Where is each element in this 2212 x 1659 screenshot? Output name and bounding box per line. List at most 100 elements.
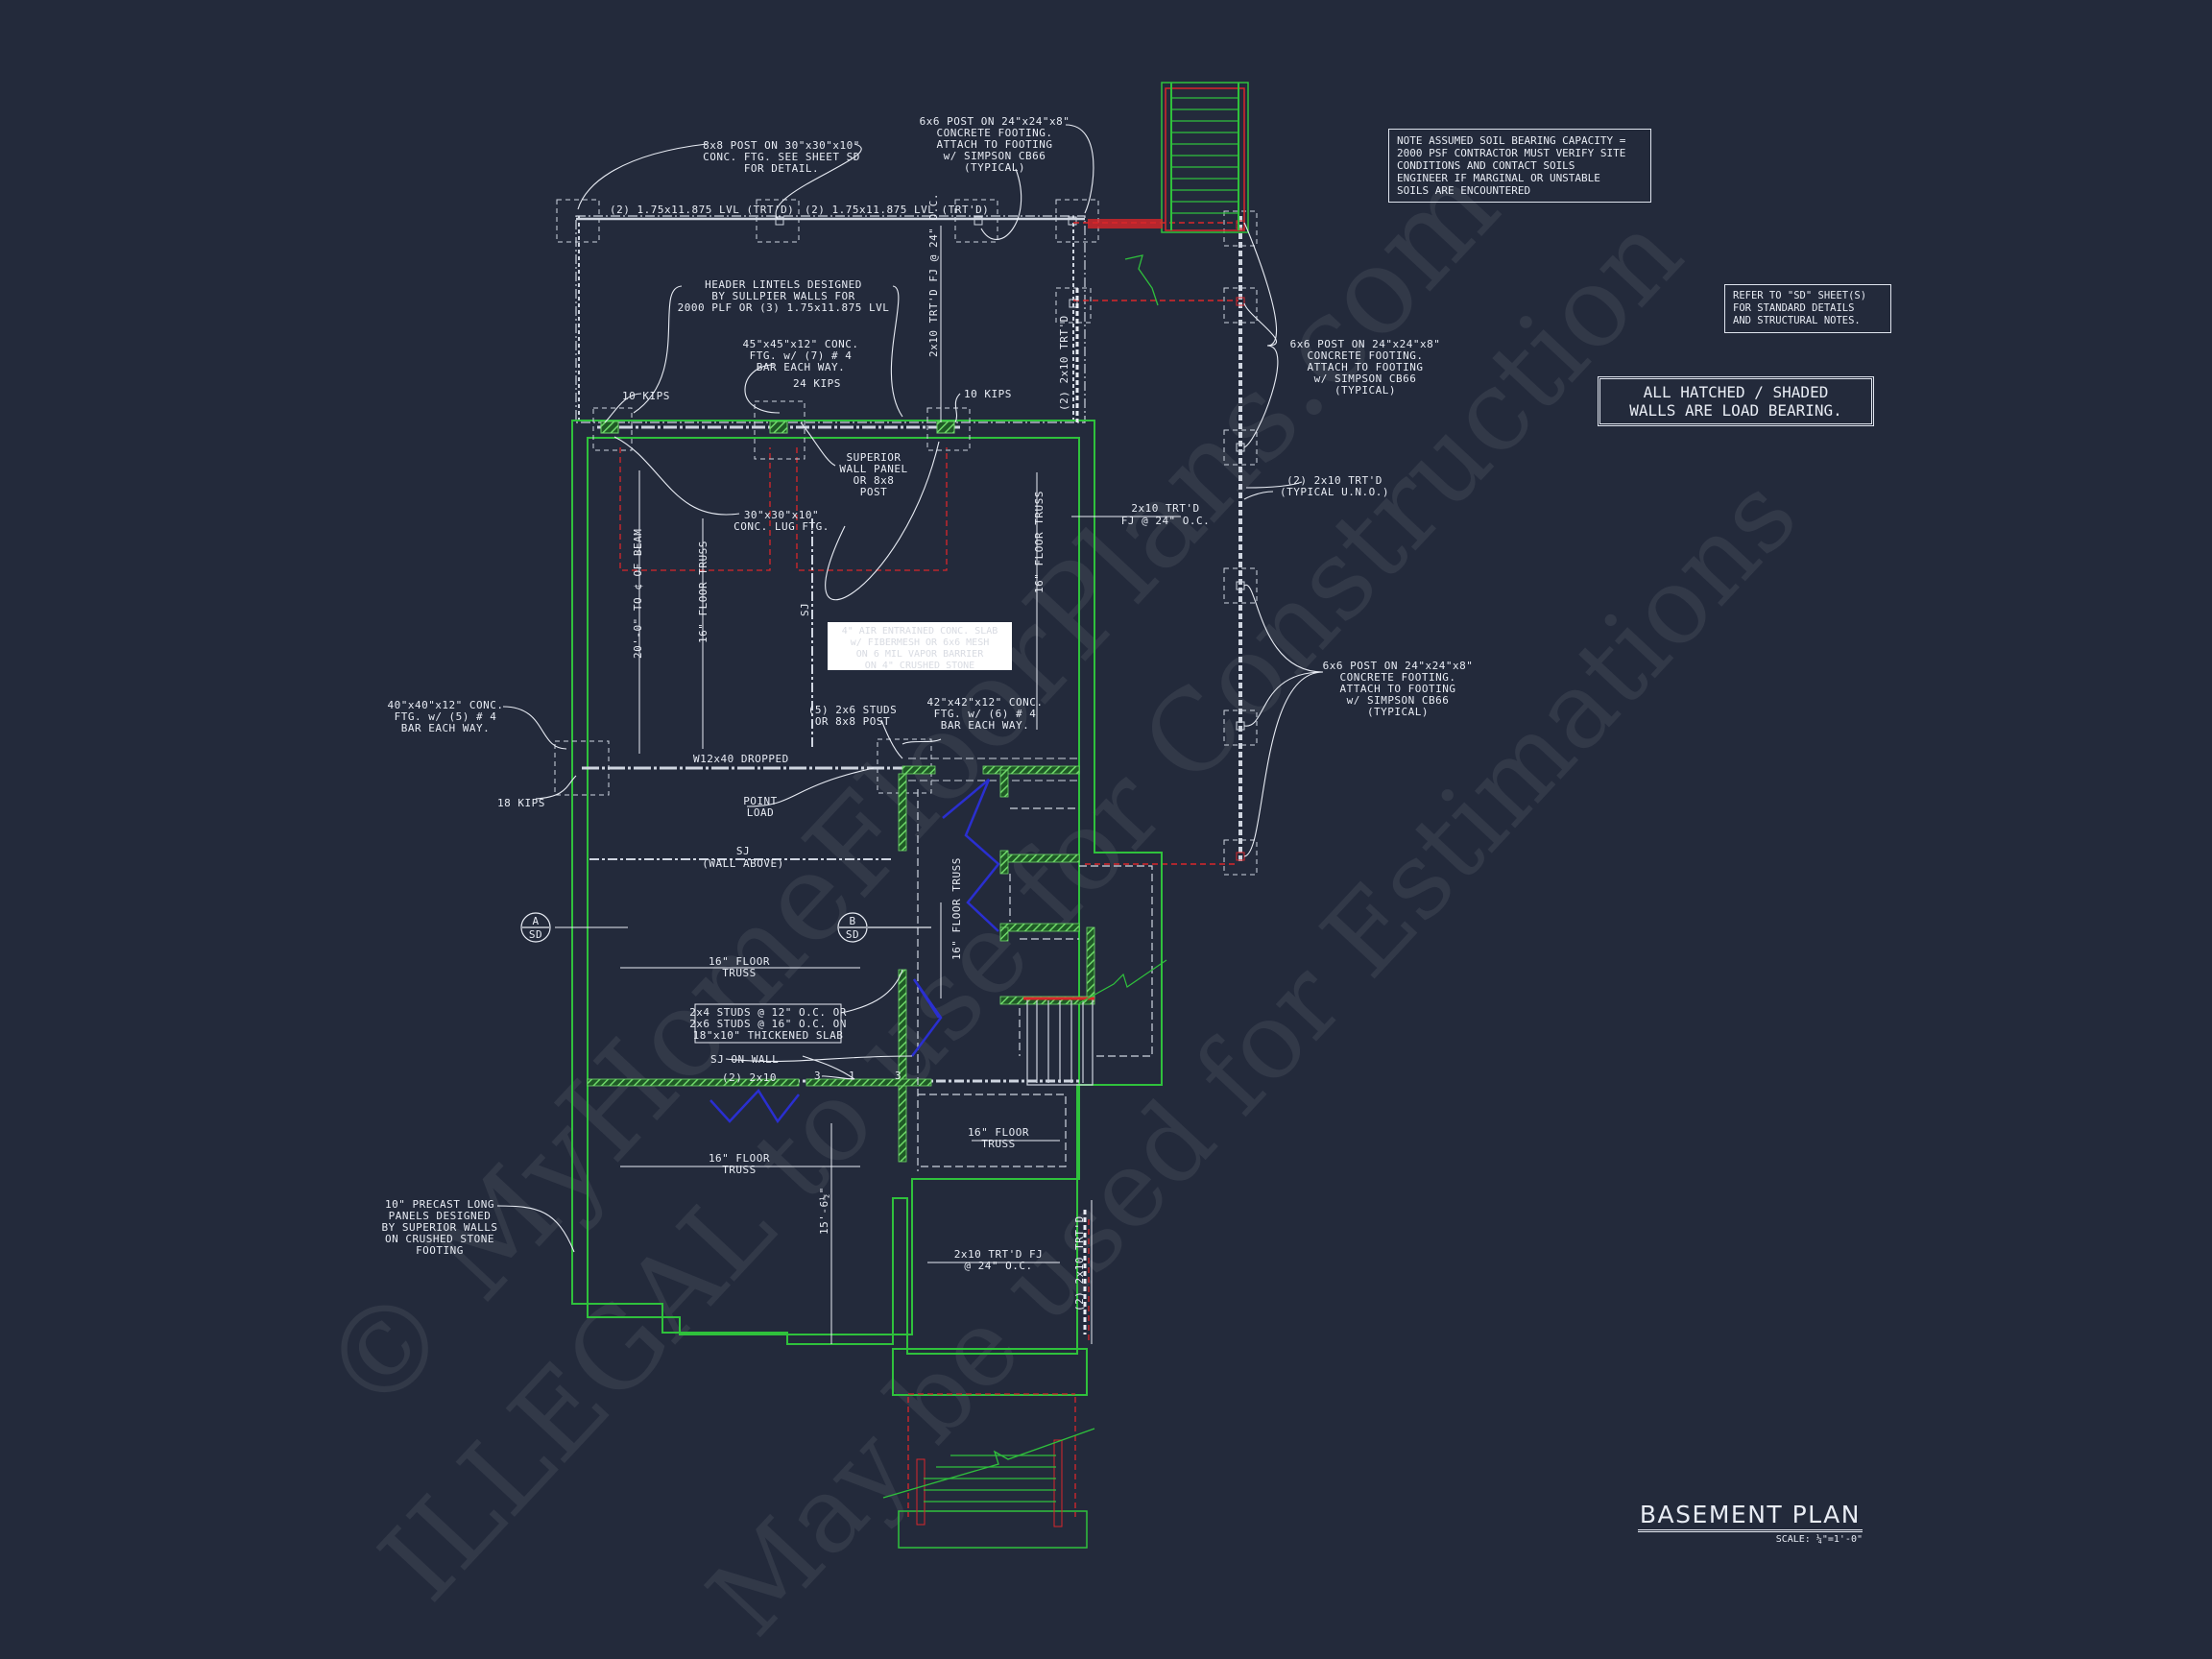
label-24-kips: 24 KIPS [793,377,841,390]
svg-text:w/ SIMPSON CB66: w/ SIMPSON CB66 [1347,694,1450,707]
section-marker-b: B SD [846,915,859,941]
label-trtd-fj-vertical: 2x10 TRT'D FJ @ 24" O.C. [927,193,940,357]
svg-text:SUPERIOR: SUPERIOR [847,451,902,464]
svg-text:POST: POST [860,486,888,498]
label-precast: 10" PRECAST LONG PANELS DESIGNED BY SUPE… [381,1198,497,1257]
svg-text:SJ: SJ [736,845,750,857]
label-floor-truss-v3: 16" FLOOR TRUSS [950,857,963,960]
svg-text:OR 8x8: OR 8x8 [854,474,895,487]
svg-text:(WALL ABOVE): (WALL ABOVE) [702,857,783,870]
svg-text:SD: SD [529,928,542,941]
svg-text:FOR DETAIL.: FOR DETAIL. [744,162,819,175]
svg-text:BAR EACH WAY.: BAR EACH WAY. [401,722,491,734]
svg-text:6x6 POST ON 24"x24"x8": 6x6 POST ON 24"x24"x8" [920,115,1070,128]
svg-text:FTG. w/ (7) # 4: FTG. w/ (7) # 4 [750,349,853,362]
front-porch [556,199,1099,423]
svg-text:SD: SD [846,928,859,941]
interior-walls [917,789,1153,1171]
title-block: BASEMENT PLAN SCALE: ¼"=1'-0" [1630,1501,1863,1545]
svg-text:LOAD: LOAD [747,806,775,819]
svg-text:10" PRECAST LONG: 10" PRECAST LONG [385,1198,494,1211]
svg-text:(TYPICAL): (TYPICAL) [1367,706,1429,718]
svg-text:FTG. w/ (6) # 4: FTG. w/ (6) # 4 [934,708,1037,720]
svg-text:45"x45"x12" CONC.: 45"x45"x12" CONC. [742,338,858,350]
label-floor-truss-mid: 16" FLOOR TRUSS [709,955,770,979]
plan-labels: 8x8 POST ON 30"x30"x10" CONC. FTG. SEE S… [381,115,1474,1311]
svg-text:FJ @ 24" O.C.: FJ @ 24" O.C. [1121,515,1211,527]
hidden-footings [619,447,1090,1517]
dimension-lines [555,226,1181,1344]
svg-text:CONCRETE FOOTING.: CONCRETE FOOTING. [1339,671,1455,684]
label-fj-lower: 2x10 TRT'D FJ @ 24" O.C. [954,1248,1044,1272]
plan-scale: SCALE: ¼"=1'-0" [1775,1534,1863,1545]
inner-stair [1023,959,1167,1086]
svg-text:OR 8x8 POST: OR 8x8 POST [815,715,890,728]
label-dim-15: 15'-6½" [818,1187,830,1235]
label-num-3a: 3 [814,1070,821,1082]
svg-text:BAR EACH WAY.: BAR EACH WAY. [757,361,846,373]
svg-text:BAR EACH WAY.: BAR EACH WAY. [941,719,1030,732]
label-sj-wall-above: SJ (WALL ABOVE) [702,845,783,870]
top-beam [592,400,971,460]
label-floor-truss-low: 16" FLOOR TRUSS [709,1152,770,1176]
label-superior-panel: SUPERIOR WALL PANEL OR 8x8 POST [839,451,907,498]
label-post-6x6-top: 6x6 POST ON 24"x24"x8" CONCRETE FOOTING.… [920,115,1070,174]
label-conc-45: 45"x45"x12" CONC. FTG. w/ (7) # 4 BAR EA… [742,338,858,373]
label-beam-dimension: 20'-0" TO ¢ OF BEAM [632,529,644,659]
svg-text:(5) 2x6 STUDS: (5) 2x6 STUDS [808,704,898,716]
svg-text:30"x30"x10": 30"x30"x10" [744,509,819,521]
svg-text:8x8 POST ON 30"x30"x10": 8x8 POST ON 30"x30"x10" [703,139,860,152]
leader-lines [496,124,1324,1253]
label-lvl-left: (2) 1.75x11.875 LVL (TRT'D) [610,204,794,216]
label-conc-40: 40"x40"x12" CONC. FTG. w/ (5) # 4 BAR EA… [387,699,503,734]
svg-text:CONCRETE FOOTING.: CONCRETE FOOTING. [1307,349,1423,362]
svg-text:CONCRETE FOOTING.: CONCRETE FOOTING. [936,127,1052,139]
svg-text:B: B [849,915,855,927]
label-post-6x6-right-b: 6x6 POST ON 24"x24"x8" CONCRETE FOOTING.… [1323,660,1474,718]
svg-text:6x6 POST ON 24"x24"x8": 6x6 POST ON 24"x24"x8" [1290,338,1441,350]
svg-text:A: A [532,915,539,927]
svg-text:CONC. LUG FTG.: CONC. LUG FTG. [733,520,830,533]
label-beam-2x10: (2) 2x10 [722,1071,777,1084]
svg-text:2x10 TRT'D FJ: 2x10 TRT'D FJ [954,1248,1044,1261]
top-stair [1088,82,1249,306]
load-bearing-note: ALL HATCHED / SHADED WALLS ARE LOAD BEAR… [1598,376,1874,426]
label-trtd-2x10-vertical: (2) 2x10 TRT'D [1058,315,1070,411]
label-18-kips: 18 KIPS [497,797,545,809]
svg-text:PANELS DESIGNED: PANELS DESIGNED [389,1210,492,1222]
slab-note: 4" AIR ENTRAINED CONC. SLAB w/ FIBERMESH… [828,622,1012,671]
svg-text:TRUSS: TRUSS [722,967,757,979]
svg-text:ATTACH TO FOOTING: ATTACH TO FOOTING [1307,361,1423,373]
label-10-kips-right: 10 KIPS [964,388,1012,400]
svg-text:FTG. w/ (5) # 4: FTG. w/ (5) # 4 [395,710,497,723]
plan-title: BASEMENT PLAN [1637,1501,1863,1532]
label-floor-truss-v1: 16" FLOOR TRUSS [697,541,709,643]
svg-text:HEADER LINTELS DESIGNED: HEADER LINTELS DESIGNED [705,278,862,291]
svg-text:18"x10" THICKENED SLAB: 18"x10" THICKENED SLAB [693,1029,844,1042]
label-conc-42: 42"x42"x12" CONC. FTG. w/ (6) # 4 BAR EA… [926,696,1043,732]
soil-bearing-note: NOTE ASSUMED SOIL BEARING CAPACITY = 200… [1388,129,1651,203]
svg-text:BY SUPERIOR WALLS: BY SUPERIOR WALLS [381,1221,497,1234]
svg-text:ATTACH TO FOOTING: ATTACH TO FOOTING [1339,683,1455,695]
label-lug-ftg: 30"x30"x10" CONC. LUG FTG. [733,509,830,533]
label-studs-note: 2x4 STUDS @ 12" O.C. OR 2x6 STUDS @ 16" … [689,1003,847,1044]
label-post-8x8: 8x8 POST ON 30"x30"x10" CONC. FTG. SEE S… [703,139,860,175]
svg-text:6x6 POST ON 24"x24"x8": 6x6 POST ON 24"x24"x8" [1323,660,1474,672]
label-lvl-right: (2) 1.75x11.875 LVL (TRT'D) [805,204,989,216]
svg-text:2x6 STUDS @ 16" O.C. ON: 2x6 STUDS @ 16" O.C. ON [689,1018,847,1030]
label-header-lintels: HEADER LINTELS DESIGNED BY SULLPIER WALL… [678,278,889,314]
svg-text:ON CRUSHED STONE: ON CRUSHED STONE [385,1233,494,1245]
label-point-load: POINT LOAD [743,795,777,819]
label-sj-vertical: SJ [799,603,811,616]
refer-sd-note: REFER TO "SD" SHEET(S) FOR STANDARD DETA… [1724,284,1891,333]
label-fj-right: 2x10 TRT'D FJ @ 24" O.C. [1121,502,1211,527]
svg-text:CONC. FTG. SEE SHEET SD: CONC. FTG. SEE SHEET SD [703,151,860,163]
svg-text:@ 24" O.C.: @ 24" O.C. [964,1260,1032,1272]
label-post-6x6-right-a: 6x6 POST ON 24"x24"x8" CONCRETE FOOTING.… [1290,338,1441,397]
svg-text:BY SULLPIER WALLS FOR: BY SULLPIER WALLS FOR [711,290,855,302]
svg-text:TRUSS: TRUSS [981,1138,1016,1150]
svg-text:ATTACH TO FOOTING: ATTACH TO FOOTING [936,138,1052,151]
svg-text:TRUSS: TRUSS [722,1164,757,1176]
svg-text:40"x40"x12" CONC.: 40"x40"x12" CONC. [387,699,503,711]
